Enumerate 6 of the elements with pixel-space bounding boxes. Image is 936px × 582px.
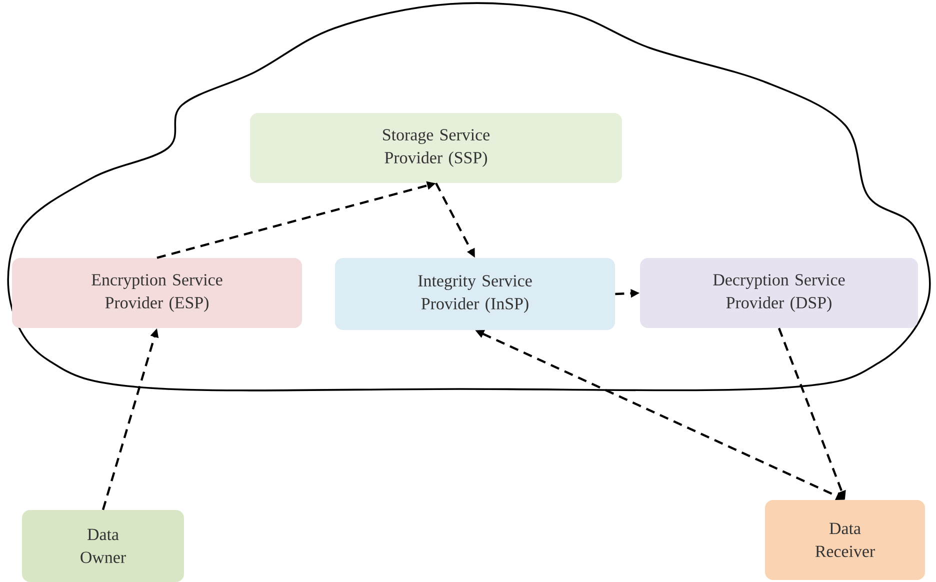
provider-box: Encryption Service Provider (ESP) — [12, 258, 302, 328]
provider-box: Data Owner — [22, 510, 184, 582]
provider-box: Data Receiver — [765, 500, 925, 580]
provider-box: Integrity Service Provider (InSP) — [335, 258, 615, 330]
provider-box: Storage Service Provider (SSP) — [250, 113, 622, 183]
provider-box: Decryption Service Provider (DSP) — [640, 258, 918, 328]
